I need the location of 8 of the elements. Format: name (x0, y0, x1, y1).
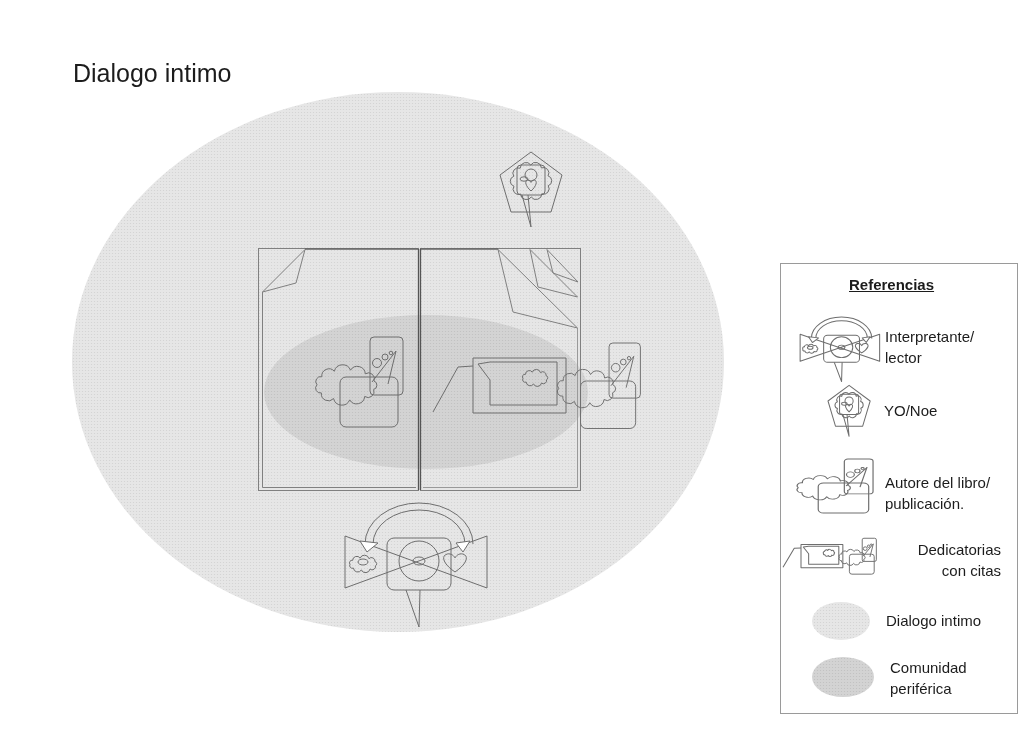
legend-heading: Referencias (849, 276, 935, 293)
legend-label: Comunidad periférica (890, 658, 968, 699)
diagram-title: Dialogo intimo (73, 59, 232, 88)
legend-label: Autore del libro/ publicación. (885, 473, 992, 514)
legend-label: Dialogo intimo (886, 611, 983, 631)
legend-label: Dedicatorias con citas (916, 540, 1001, 581)
legend-label: YO/Noe (884, 401, 939, 421)
legend-label: Interpretante/ lector (885, 327, 976, 368)
